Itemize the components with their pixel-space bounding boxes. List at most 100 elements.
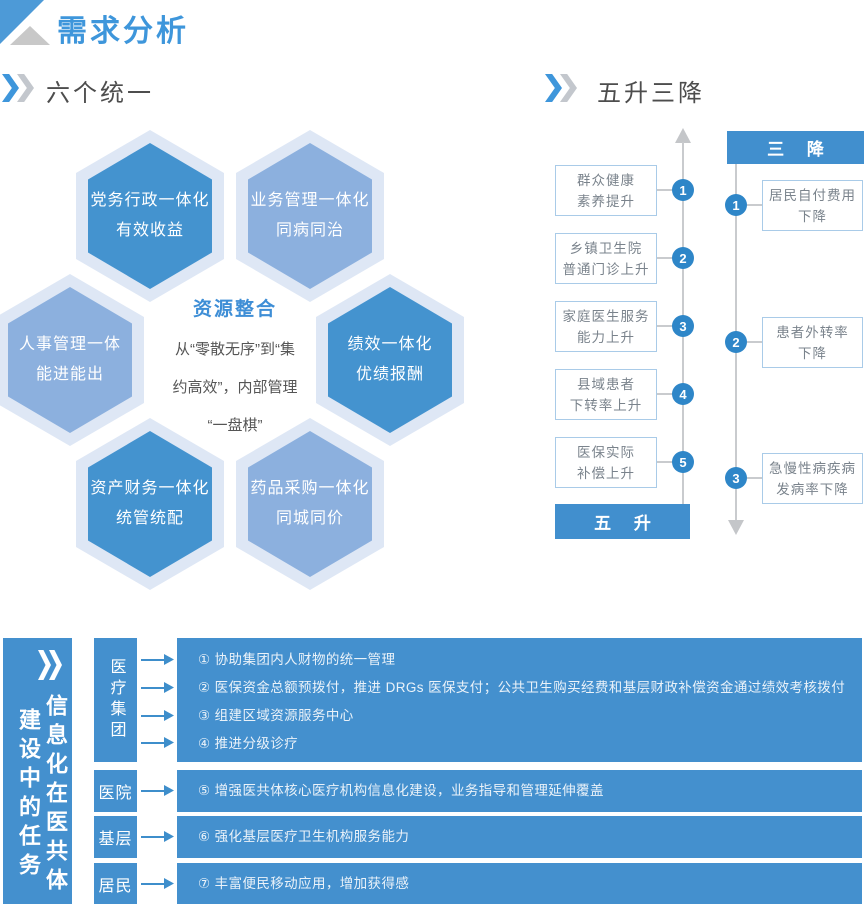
tasks-content-medical-group: ① 协助集团内人财物的统一管理 ② 医保资金总额预拨付，推进 DRGs 医保支付… — [177, 638, 862, 762]
up-number-badge: 2 — [672, 247, 694, 269]
down-item-line: 下降 — [798, 345, 827, 361]
category-label: 基层 — [98, 831, 133, 848]
up-item-box-3: 家庭医生服务能力上升 — [555, 301, 657, 352]
up-item-line: 家庭医生服务 — [562, 308, 650, 324]
task-item: ② 医保资金总额预拨付，推进 DRGs 医保支付；公共卫生购买经费和基层财政补偿… — [198, 680, 846, 695]
down-number-badge: 1 — [725, 194, 747, 216]
chevron-white-icon — [38, 650, 51, 680]
arrow-right-icon — [141, 710, 174, 721]
up-item-line: 素养提升 — [577, 193, 635, 209]
down-item-line: 急慢性病疾病 — [769, 460, 856, 476]
chevron-gray-icon — [560, 74, 577, 102]
chevron-gray-icon — [17, 74, 34, 102]
up-item-line: 普通门诊上升 — [562, 261, 650, 277]
up-number-badge: 5 — [672, 451, 694, 473]
chevron-blue-icon — [2, 74, 19, 102]
down-item-line: 患者外转率 — [776, 324, 849, 340]
connector-line — [657, 325, 673, 327]
up-item-line: 下转率上升 — [569, 397, 643, 413]
task-item: ③ 组建区域资源服务中心 — [198, 708, 354, 723]
up-number-badge: 3 — [672, 315, 694, 337]
chevron-blue-icon — [545, 74, 562, 102]
up-item-box-4: 县域患者下转率上升 — [555, 369, 657, 420]
resource-line-2: 约高效”，内部管理 — [172, 379, 298, 396]
arrow-right-icon — [141, 878, 174, 889]
five-up-banner: 五 升 — [555, 504, 690, 539]
up-arrow-icon — [675, 128, 691, 143]
up-item-box-5: 医保实际补偿上升 — [555, 437, 657, 488]
resource-integration-title: 资源整合 — [192, 299, 277, 320]
category-residents: 居民 — [94, 863, 137, 904]
down-item-box-2: 患者外转率下降 — [762, 317, 863, 368]
down-item-line: 下降 — [798, 208, 827, 224]
arrow-right-icon — [141, 737, 174, 748]
hexagon-label: 绩效一体化 — [347, 336, 433, 353]
category-grassroots: 基层 — [94, 816, 137, 858]
down-item-line: 居民自付费用 — [769, 187, 856, 203]
hexagon-label: 资产财务一体化 — [90, 480, 210, 497]
up-item-line: 乡镇卫生院 — [569, 240, 643, 256]
hexagon-party-admin: 党务行政一体化有效收益 — [76, 130, 224, 302]
down-arrow-icon — [728, 520, 744, 535]
category-hospital: 医院 — [94, 770, 137, 812]
tasks-sidebar: 信息化在医共体 建设中的任务 — [3, 638, 72, 904]
up-number-badge: 1 — [672, 179, 694, 201]
hexagon-sublabel: 有效收益 — [115, 222, 184, 239]
task-item: ⑥ 强化基层医疗卫生机构服务能力 — [198, 829, 410, 844]
down-item-box-1: 居民自付费用下降 — [762, 180, 863, 231]
tasks-content-hospital: ⑤ 增强医共体核心医疗机构信息化建设，业务指导和管理延伸覆盖 — [177, 770, 862, 812]
task-item: ① 协助集团内人财物的统一管理 — [198, 652, 396, 667]
arrow-right-icon — [141, 831, 174, 842]
hexagon-sublabel: 同城同价 — [275, 510, 344, 527]
resource-line-3: “一盘棋” — [207, 417, 263, 434]
section-heading-six: 六个统一 — [46, 80, 154, 107]
connector-line — [747, 477, 762, 479]
arrow-right-icon — [141, 785, 174, 796]
tasks-content-residents: ⑦ 丰富便民移动应用，增加获得感 — [177, 863, 862, 904]
hexagon-sublabel: 优绩报酬 — [355, 366, 424, 383]
down-item-box-3: 急慢性病疾病发病率下降 — [762, 453, 863, 504]
hexagon-label: 药品采购一体化 — [250, 480, 370, 497]
hexagon-business-mgmt: 业务管理一体化同病同治 — [236, 130, 384, 302]
hexagon-label: 业务管理一体化 — [250, 192, 370, 209]
hexagon-label: 人事管理一体 — [18, 336, 121, 353]
hexagon-sublabel: 同病同治 — [275, 222, 344, 239]
resource-line-1: 从“零散无序”到“集 — [175, 341, 295, 358]
task-item: ⑤ 增强医共体核心医疗机构信息化建设，业务指导和管理延伸覆盖 — [198, 783, 604, 798]
up-item-line: 医保实际 — [577, 444, 635, 460]
hexagon-label: 党务行政一体化 — [90, 192, 210, 209]
up-item-line: 县域患者 — [577, 376, 635, 392]
down-number-badge: 3 — [725, 467, 747, 489]
gray-triangle-icon — [10, 26, 50, 45]
category-label: 居民 — [98, 877, 133, 895]
down-number-badge: 2 — [725, 331, 747, 353]
hexagon-sublabel: 统管统配 — [115, 510, 184, 527]
hexagon-hr-mgmt: 人事管理一体能进能出 — [0, 274, 144, 446]
category-label: 医院 — [98, 785, 133, 802]
section-heading-updown: 五升三降 — [597, 80, 705, 107]
page-title: 需求分析 — [57, 15, 189, 48]
down-item-line: 发病率下降 — [776, 481, 849, 497]
connector-line — [747, 341, 762, 343]
connector-line — [747, 204, 762, 206]
hexagon-drug-procurement: 药品采购一体化同城同价 — [236, 418, 384, 590]
arrow-right-icon — [141, 654, 174, 665]
task-item: ⑦ 丰富便民移动应用，增加获得感 — [198, 875, 410, 891]
tasks-content-grassroots: ⑥ 强化基层医疗卫生机构服务能力 — [177, 816, 862, 858]
sidebar-title-col-left: 建设中的任务 — [16, 708, 41, 882]
arrow-right-icon — [141, 682, 174, 693]
category-label: 医疗集团 — [107, 658, 125, 742]
task-item: ④ 推进分级诊疗 — [198, 736, 299, 751]
sidebar-title-col-right: 信息化在医共体 — [43, 694, 68, 897]
connector-line — [657, 393, 673, 395]
hexagon-sublabel: 能进能出 — [35, 366, 104, 383]
up-item-box-1: 群众健康素养提升 — [555, 165, 657, 216]
up-item-line: 补偿上升 — [577, 465, 635, 481]
hexagon-performance: 绩效一体化优绩报酬 — [316, 274, 464, 446]
up-item-line: 能力上升 — [577, 329, 635, 345]
resource-integration-block: 资源整合 从“零散无序”到“集 约高效”，内部管理 “一盘棋” — [153, 294, 317, 445]
connector-line — [657, 189, 673, 191]
up-item-line: 群众健康 — [577, 172, 635, 188]
up-number-badge: 4 — [672, 383, 694, 405]
